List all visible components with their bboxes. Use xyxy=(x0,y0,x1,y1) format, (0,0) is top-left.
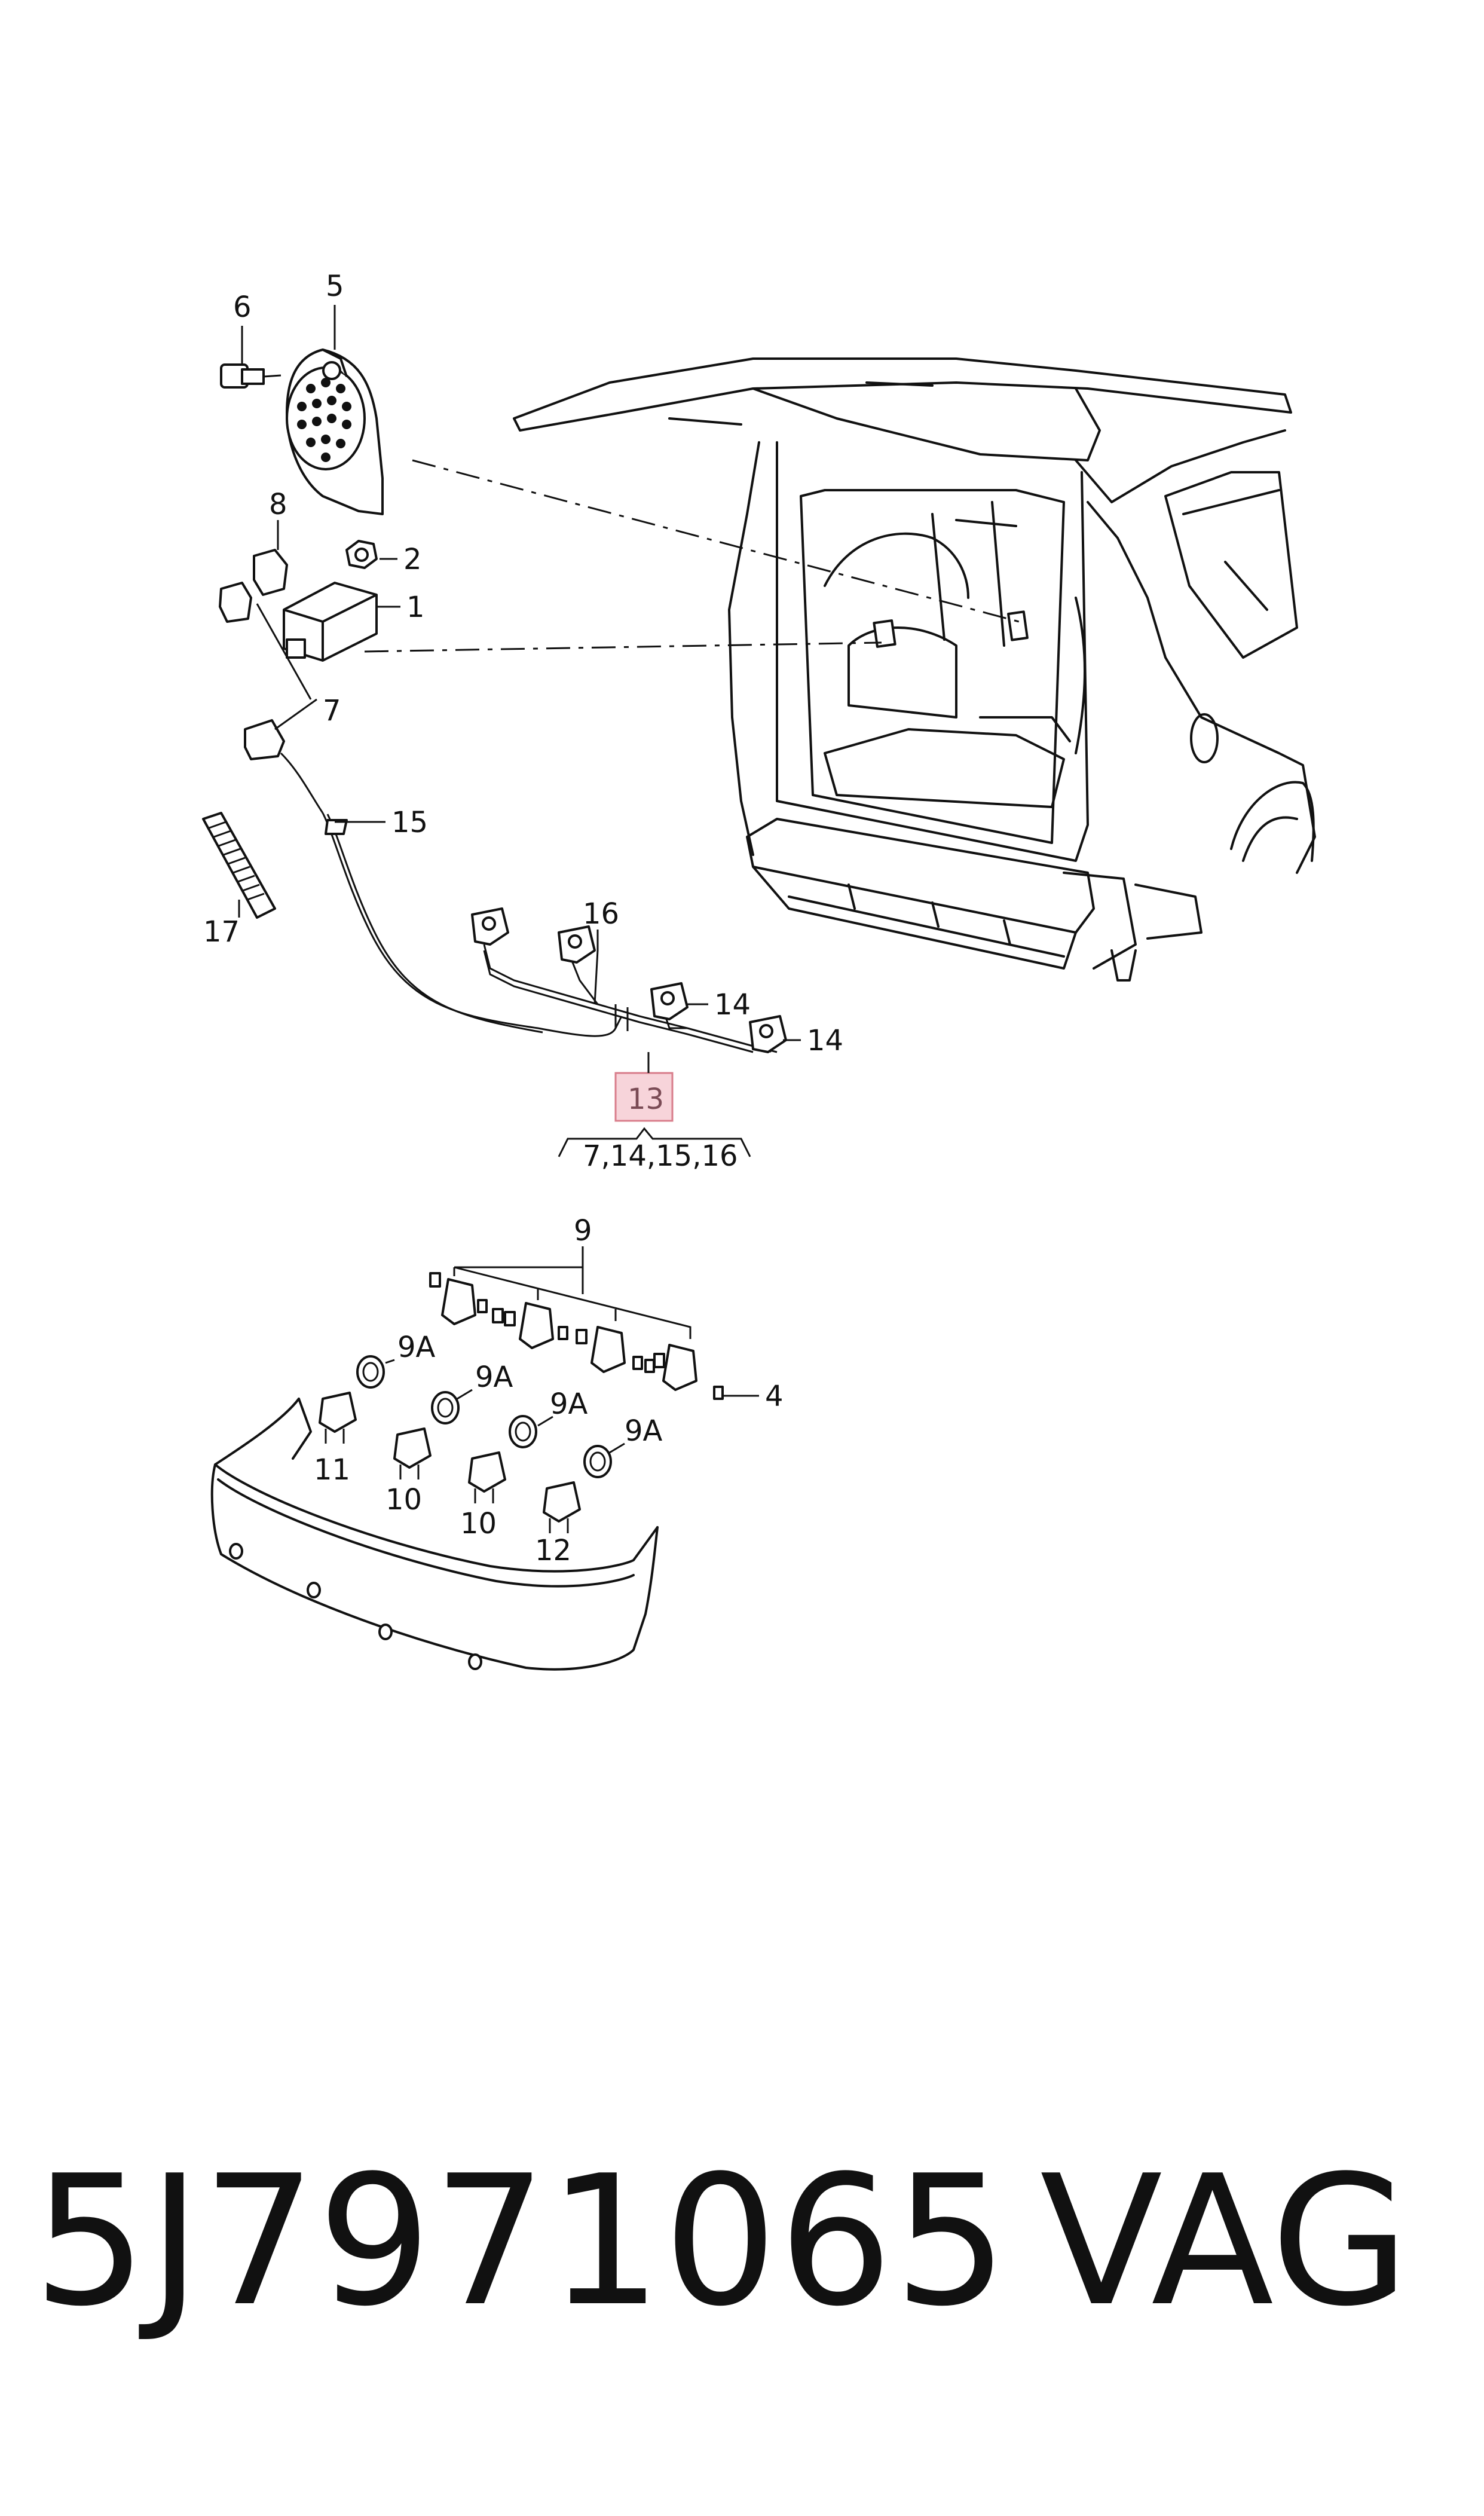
sensor-3 xyxy=(576,1326,655,1373)
callout-2: 2 xyxy=(403,543,422,576)
callout-11: 11 xyxy=(314,1453,350,1487)
sensor-rings-9a xyxy=(356,1355,612,1478)
callout-13: 13 xyxy=(628,1083,664,1116)
callout-4: 4 xyxy=(765,1380,784,1413)
footer: 5J7971065 VAG xyxy=(0,2122,1484,2361)
corrugated-tube-17 xyxy=(202,812,276,919)
sensor-wiring-harness-13 xyxy=(471,907,787,1053)
callout-17: 17 xyxy=(203,915,240,949)
leader-speaker-to-vehicle xyxy=(412,459,1020,623)
callout-5: 5 xyxy=(326,270,344,303)
callout-10-left: 10 xyxy=(385,1483,422,1517)
connector-housing-8 xyxy=(219,549,288,623)
callout-7: 7 xyxy=(323,694,341,727)
callout-8: 8 xyxy=(269,488,287,521)
rear-bumper-illustration xyxy=(210,1398,659,1671)
speaker-grille-holes xyxy=(297,378,351,462)
sensor-connector-1 xyxy=(471,907,509,946)
callout-9a-4: 9A xyxy=(625,1414,663,1448)
warning-buzzer-part xyxy=(286,348,384,515)
callout-15: 15 xyxy=(391,806,428,839)
control-unit-part xyxy=(283,582,378,662)
callout-leaders xyxy=(238,305,801,1454)
callout-9a-3: 9A xyxy=(550,1387,588,1421)
parking-sensors-9 xyxy=(429,1266,724,1400)
callout-13-includes: 7,14,15,16 xyxy=(583,1139,738,1173)
callout-1: 1 xyxy=(406,591,425,624)
sensor-connector-2 xyxy=(558,925,596,964)
part-number: 5J7971065 xyxy=(33,2137,1009,2346)
callout-9: 9 xyxy=(574,1214,592,1248)
callout-9a-2: 9A xyxy=(475,1361,513,1394)
callout-14-upper: 14 xyxy=(714,988,751,1022)
sensor-connector-3 xyxy=(650,982,689,1020)
callout-6: 6 xyxy=(233,291,252,324)
wiring-harness-15 xyxy=(322,812,623,1037)
leader-control-unit-to-vehicle xyxy=(364,641,882,653)
vehicle-rear-illustration xyxy=(513,357,1316,982)
sensor-brackets xyxy=(319,1392,581,1533)
connector-housing-7 xyxy=(244,719,324,814)
callout-14-lower: 14 xyxy=(807,1024,843,1057)
includes-bracket xyxy=(558,1127,751,1157)
sensor-1 xyxy=(429,1272,488,1325)
sensor-connector-4 xyxy=(749,1015,787,1053)
nut-part xyxy=(345,540,378,569)
callout-10-right: 10 xyxy=(460,1507,497,1540)
highlight-box-13 xyxy=(614,1072,674,1122)
callout-9a-1: 9A xyxy=(397,1331,436,1364)
callout-16: 16 xyxy=(583,897,619,931)
brand-name: VAG xyxy=(1040,2137,1410,2346)
screw-part xyxy=(220,363,281,389)
sensor-4 xyxy=(653,1344,724,1400)
callout-12: 12 xyxy=(535,1534,571,1567)
sensor-2 xyxy=(492,1302,568,1349)
